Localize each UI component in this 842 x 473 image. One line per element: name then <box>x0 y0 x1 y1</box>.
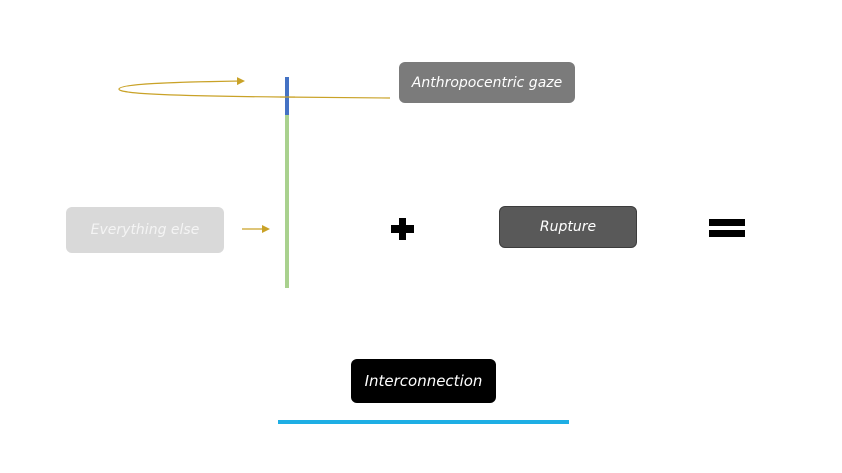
interconnection-label: Interconnection <box>364 372 483 390</box>
rupture-node: Rupture <box>499 206 637 248</box>
vertical-bar-top-segment <box>285 77 289 115</box>
interconnection-underline <box>278 420 569 424</box>
plus-icon <box>391 218 414 240</box>
everything-else-label: Everything else <box>90 222 200 238</box>
vertical-bar-bottom-segment <box>285 115 289 288</box>
gaze-orbit-arrow <box>118 77 391 99</box>
interconnection-node: Interconnection <box>351 359 496 403</box>
equals-icon <box>709 219 745 237</box>
anthropocentric-gaze-node: Anthropocentric gaze <box>399 62 575 103</box>
rupture-label: Rupture <box>539 219 597 235</box>
anthropocentric-gaze-label: Anthropocentric gaze <box>411 74 563 91</box>
everything-else-node: Everything else <box>66 207 224 253</box>
